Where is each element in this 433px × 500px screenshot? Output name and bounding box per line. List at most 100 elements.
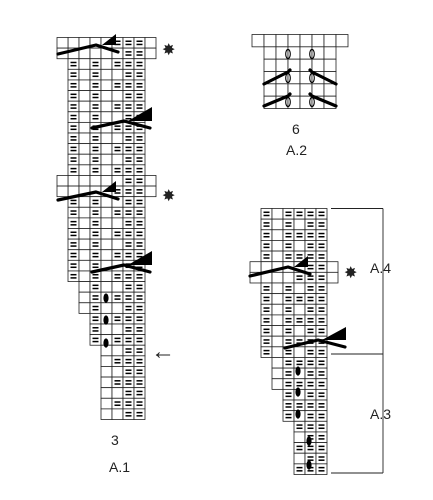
grid-cell [315,229,328,241]
purl-dash-symbol [125,298,132,300]
purl-dash-symbol [114,167,121,170]
purl-dash-symbol [125,273,132,276]
grid-cell [133,143,146,155]
purl-dash-symbol [263,222,270,224]
purl-dash-symbol [307,392,314,394]
grid-cell [111,132,124,145]
purl-dash-symbol [285,257,292,259]
purl-dash-symbol [285,211,292,214]
purl-dash-symbol [92,231,99,234]
grid-cell [100,164,113,176]
grid-cell [122,334,135,346]
grid-cell [282,250,295,263]
purl-dash-symbol [136,54,143,56]
purl-dash-symbol [136,220,143,223]
grid-cell [293,420,306,433]
purl-dash-symbol [318,374,325,376]
purl-dash-symbol [136,348,143,350]
purl-dash-symbol [92,245,99,247]
purl-dash-symbol [114,104,121,106]
grid-cell [315,463,328,475]
grid-cell [100,196,113,208]
purl-dash-symbol [318,470,325,472]
grid-cell [122,376,135,389]
purl-dash-symbol [92,263,99,265]
purl-dash-symbol [136,104,143,106]
grid-cell [304,293,317,305]
grid-cell [67,79,80,91]
purl-dash-symbol [307,286,314,288]
purl-dash-symbol [114,82,121,85]
purl-dash-symbol [285,339,292,341]
grid-cell [260,250,273,263]
grid-cell [100,366,113,378]
purl-dash-symbol [318,353,325,355]
grid-cell [304,325,317,337]
purl-dash-symbol [125,390,132,393]
purl-dash-symbol [92,157,99,159]
grid-cell [56,37,69,49]
grid-cell [111,312,124,325]
purl-dash-symbol [136,202,143,205]
black-oval-symbol [295,387,301,397]
grid-cell [282,325,295,337]
grid-cell [293,271,306,284]
purl-dash-symbol [125,64,132,67]
purl-dash-symbol [125,104,132,106]
purl-dash-symbol [125,383,132,385]
purl-dash-symbol [318,371,325,373]
grid-cell [67,206,80,219]
grid-cell [100,217,113,229]
grid-cell [111,302,124,314]
purl-dash-symbol [307,214,314,217]
purl-dash-symbol [318,310,325,312]
purl-dash-symbol [307,254,314,256]
purl-dash-symbol [318,275,325,277]
grid-cell [315,388,328,401]
purl-dash-symbol [136,255,143,258]
purl-dash-symbol [136,273,143,276]
purl-dash-symbol [92,139,99,141]
grid-cell [304,208,317,220]
grid-cell [326,261,339,273]
grid-cell [293,208,306,220]
grid-cell [282,208,295,220]
grid-cell [293,229,306,241]
purl-dash-symbol [92,273,99,276]
purl-dash-symbol [92,61,99,64]
purl-dash-symbol [125,284,132,287]
grid-cell [89,164,102,176]
grid-cell [122,68,135,81]
purl-dash-symbol [125,295,132,297]
purl-dash-symbol [125,287,132,290]
grid-cell [78,196,91,208]
purl-dash-symbol [285,214,292,217]
purl-dash-symbol [92,327,99,329]
grid-cell [144,37,157,49]
grid-cell [78,90,91,102]
purl-dash-symbol [125,210,132,212]
grid-cell [67,238,80,251]
grid-cell [315,367,328,380]
grid-cell [89,175,102,187]
grid-cell [293,282,306,295]
purl-dash-symbol [70,202,77,205]
grid-cell [100,111,113,123]
purl-dash-symbol [296,424,303,426]
purl-dash-symbol [307,225,314,227]
purl-dash-symbol [114,404,121,406]
purl-dash-symbol [70,245,77,247]
purl-dash-symbol [136,242,143,244]
purl-dash-symbol [307,353,314,355]
purl-dash-symbol [125,242,132,244]
purl-dash-symbol [125,54,132,56]
star-marker-top: ✸ [162,42,176,59]
purl-dash-symbol [307,317,314,320]
grid-cell [133,323,146,336]
grid-cell [326,271,339,284]
grid-cell [293,431,306,443]
grid-cell [111,153,124,166]
purl-dash-symbol [136,192,143,194]
purl-dash-symbol [318,349,325,352]
grid-cell [282,240,295,252]
